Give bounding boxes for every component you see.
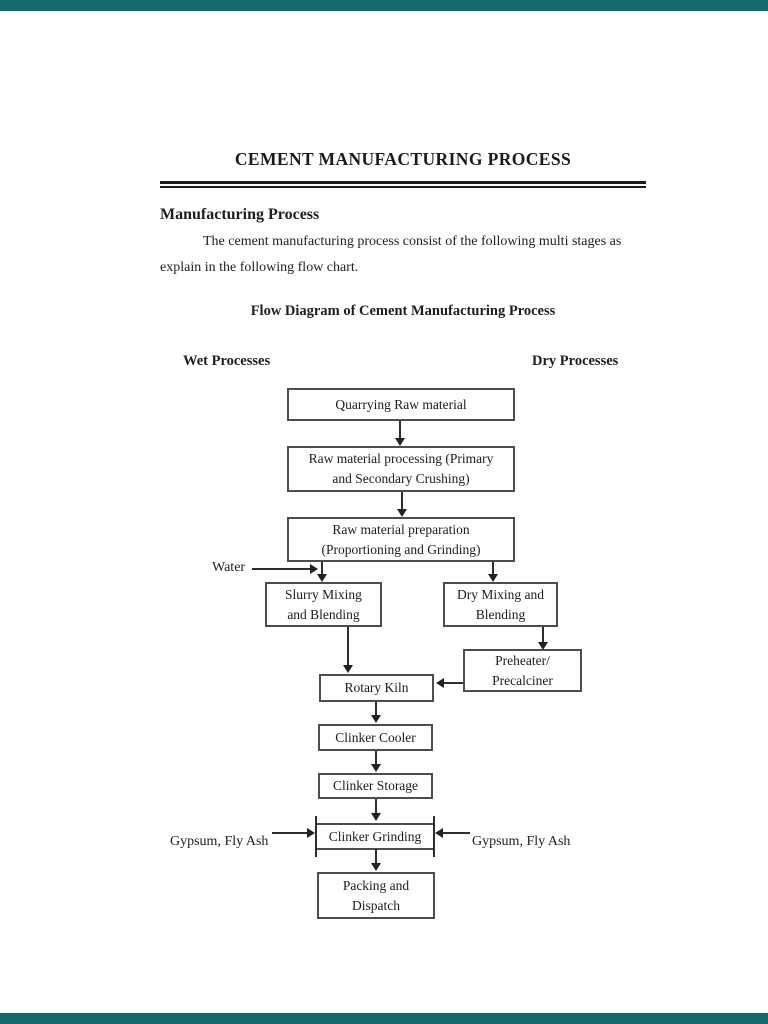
arrow-right-icon [310, 564, 318, 574]
flow-box-rotary-kiln: Rotary Kiln [319, 674, 434, 702]
flow-box-label: and Secondary Crushing) [332, 471, 470, 486]
flow-box-raw-processing: Raw material processing (Primary and Sec… [287, 446, 515, 492]
connector-slurry-kiln [347, 627, 349, 665]
arrow-left-icon [436, 678, 444, 688]
page-title: CEMENT MANUFACTURING PROCESS [234, 149, 572, 169]
connector-preparation-dry [492, 562, 494, 574]
clinker-grinding-right-edge [433, 816, 435, 857]
flow-box-label: Packing and [342, 877, 410, 893]
flow-box-preheater: Preheater/ Precalciner [463, 649, 582, 692]
flow-box-label: Raw material processing (Primary [308, 451, 494, 466]
wet-processes-label: Wet Processes [183, 353, 271, 369]
flow-box-raw-preparation: Raw material preparation (Proportioning … [287, 517, 515, 562]
connector-storage-grinding [375, 799, 377, 813]
arrow-down-icon [343, 665, 353, 673]
flow-box-label: Quarrying Raw material [335, 396, 467, 412]
flow-box-slurry-mixing: Slurry Mixing and Blending [265, 582, 382, 627]
flow-box-label: Rotary Kiln [344, 680, 409, 695]
flow-box-label: Precalciner [492, 672, 553, 688]
arrow-down-icon [371, 715, 381, 723]
arrow-down-icon [371, 813, 381, 821]
flow-box-label: Blending [475, 606, 526, 622]
flow-box-label: and Blending [287, 606, 360, 622]
water-label: Water [212, 560, 246, 575]
bottom-edge-bar [0, 1013, 768, 1024]
flow-box-label: (Proportioning and Grinding) [321, 541, 481, 557]
flow-box-label: Preheater/ [495, 652, 550, 668]
flow-box-label: Dispatch [352, 897, 400, 913]
arrow-down-icon [488, 574, 498, 582]
water-arrow-line [252, 568, 310, 570]
top-edge-bar [0, 0, 768, 11]
paragraph-line-1: The cement manufacturing process consist… [203, 234, 622, 249]
flow-box-clinker-grinding: Clinker Grinding [315, 823, 435, 850]
arrow-down-icon [371, 863, 381, 871]
diagram-title: Flow Diagram of Cement Manufacturing Pro… [250, 303, 556, 319]
clinker-grinding-left-edge [315, 816, 317, 857]
flow-box-label: Clinker Cooler [335, 729, 416, 745]
arrow-down-icon [397, 509, 407, 517]
arrow-down-icon [371, 764, 381, 772]
connector-preheater-kiln [444, 682, 463, 684]
arrow-down-icon [395, 438, 405, 446]
flow-box-packing: Packing and Dispatch [317, 872, 435, 919]
gypsum-left-label: Gypsum, Fly Ash [170, 834, 269, 849]
arrow-down-icon [317, 574, 327, 582]
connector-cooler-storage [375, 751, 377, 764]
flow-box-label: Dry Mixing and [457, 586, 544, 602]
gypsum-left-arrow-line [272, 832, 307, 834]
paragraph-line-2: explain in the following flow chart. [160, 260, 359, 275]
connector-processing-preparation [401, 492, 403, 509]
connector-preparation-slurry [321, 562, 323, 574]
dry-processes-label: Dry Processes [532, 353, 619, 369]
flow-box-label: Raw material preparation [332, 521, 470, 537]
section-heading: Manufacturing Process [160, 206, 320, 223]
connector-dry-preheater [542, 627, 544, 642]
arrow-right-icon [307, 828, 315, 838]
gypsum-right-label: Gypsum, Fly Ash [472, 834, 571, 849]
flow-box-label: Clinker Storage [332, 778, 419, 793]
arrow-left-icon [435, 828, 443, 838]
flow-box-label: Slurry Mixing [285, 586, 362, 602]
flow-box-clinker-storage: Clinker Storage [318, 773, 433, 799]
gypsum-right-arrow-line [443, 832, 470, 834]
flow-box-quarrying: Quarrying Raw material [287, 388, 515, 421]
arrow-down-icon [538, 642, 548, 650]
flow-box-dry-mixing: Dry Mixing and Blending [443, 582, 558, 627]
flow-box-label: Clinker Grinding [328, 828, 422, 844]
connector-quarrying-processing [399, 421, 401, 438]
flow-box-clinker-cooler: Clinker Cooler [318, 724, 433, 751]
connector-kiln-cooler [375, 702, 377, 715]
connector-grinding-packing [375, 849, 377, 863]
title-divider [160, 181, 646, 188]
